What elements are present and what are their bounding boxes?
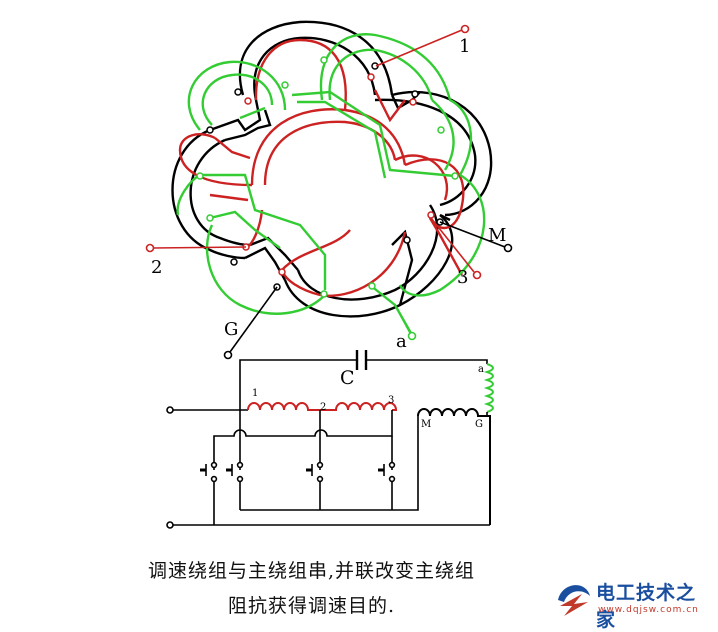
- schematic: C a 1 2 3 M G: [166, 350, 494, 529]
- aux-coil: [483, 363, 494, 413]
- lead-2-label: 2: [151, 257, 162, 278]
- sch-3-label: 3: [388, 395, 394, 406]
- site-logo: 电工技术之家 www.dqjsw.com.cn: [552, 572, 712, 631]
- lead-3-label: 3: [457, 267, 468, 288]
- pushbutton-3: [306, 460, 324, 510]
- logo-mark-icon: [558, 585, 590, 616]
- pushbutton-2: [226, 460, 244, 510]
- logo-url: www.dqjsw.com.cn: [598, 605, 699, 615]
- sch-g-label: G: [475, 419, 483, 430]
- caption-line-1: 调速绕组与主绕组串,并联改变主绕组: [148, 560, 476, 582]
- lead-1-label: 1: [459, 36, 470, 57]
- pushbutton-1: [200, 460, 218, 525]
- sch-a-label: a: [478, 364, 484, 375]
- sch-2-label: 2: [320, 402, 326, 413]
- caption-line-2: 阻抗获得调速目的.: [228, 595, 396, 617]
- main-winding-black: [171, 20, 493, 318]
- main-coil: [417, 408, 491, 525]
- speed-winding-red: [178, 38, 465, 297]
- speed-coil-2: [320, 402, 398, 411]
- sch-m-label: M: [421, 419, 431, 430]
- capacitor-label: C: [340, 367, 355, 389]
- terminal-dots: [196, 56, 459, 298]
- sch-1-label: 1: [252, 388, 258, 399]
- lead-m-label: M: [488, 225, 506, 246]
- speed-coil-1: [247, 402, 320, 411]
- logo-name: 电工技术之家: [596, 582, 697, 631]
- external-leads: [145, 24, 513, 360]
- stator-winding-drawing: 1 2 3 M G a: [145, 20, 513, 360]
- lead-g-label: G: [224, 319, 238, 340]
- pushbutton-4: [378, 436, 396, 510]
- pushbutton-group: [200, 436, 396, 525]
- aux-winding-green: [176, 33, 486, 336]
- lead-a-label: a: [396, 331, 407, 352]
